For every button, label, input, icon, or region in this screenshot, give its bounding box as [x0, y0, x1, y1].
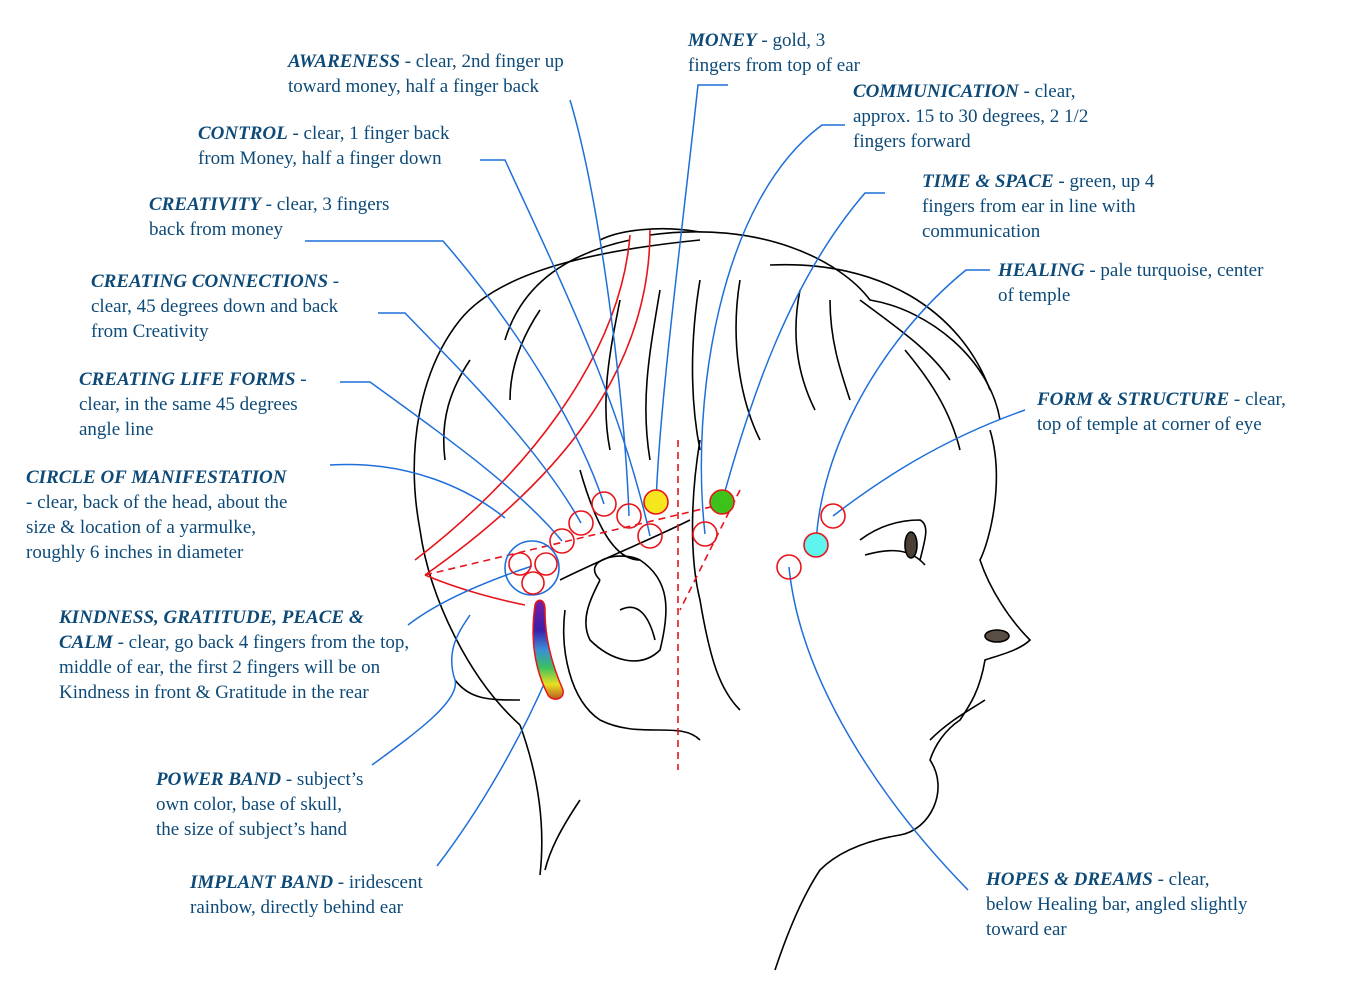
label-money: MONEY - gold, 3 fingers from top of ear	[688, 30, 860, 76]
label-hopes-dreams: HOPES & DREAMS - clear, below Healing ba…	[986, 869, 1248, 940]
label-form-structure: FORM & STRUCTURE - clear, top of temple …	[1037, 389, 1286, 435]
label-creating-connections: CREATING CONNECTIONS - clear, 45 degrees…	[91, 271, 340, 342]
creativity-marker	[591, 491, 617, 517]
healing-marker	[803, 532, 829, 558]
time-space-marker	[709, 489, 735, 515]
head-outline	[413, 227, 1032, 971]
awareness-marker	[616, 503, 642, 529]
label-kindness: KINDNESS, GRATITUDE, PEACE & CALM - clea…	[59, 607, 410, 703]
kindness-marker	[508, 552, 532, 576]
peace-calm-marker	[521, 571, 545, 595]
label-healing: HEALING - pale turquoise, center of temp…	[998, 260, 1264, 306]
hopes-dreams-marker	[776, 554, 802, 580]
label-time-space: TIME & SPACE - green, up 4 fingers from …	[922, 171, 1155, 242]
label-circle-manifestation: CIRCLE OF MANIFESTATION - clear, back of…	[26, 467, 288, 563]
chakra-markers	[508, 489, 846, 595]
label-creating-life-forms: CREATING LIFE FORMS - clear, in the same…	[79, 369, 307, 440]
implant-band	[532, 599, 564, 700]
communication-marker	[692, 521, 718, 547]
control-marker	[637, 523, 663, 549]
label-power-band: POWER BAND - subject’s own color, base o…	[156, 769, 364, 840]
money-marker	[643, 489, 669, 515]
kindness-group-circle	[504, 540, 560, 596]
creating-connections-marker	[568, 510, 594, 536]
label-control: CONTROL - clear, 1 finger back from Mone…	[198, 123, 450, 169]
label-communication: COMMUNICATION - clear, approx. 15 to 30 …	[853, 81, 1089, 152]
gratitude-marker	[534, 552, 558, 576]
label-awareness: AWARENESS - clear, 2nd finger up toward …	[288, 51, 564, 97]
form-structure-marker	[820, 503, 846, 529]
label-creativity: CREATIVITY - clear, 3 fingers back from …	[149, 194, 390, 240]
manifestation-lines	[414, 229, 741, 770]
creating-life-forms-marker	[549, 528, 575, 554]
leader-lines	[305, 84, 1026, 891]
label-implant-band: IMPLANT BAND - iridescent rainbow, direc…	[190, 872, 423, 918]
